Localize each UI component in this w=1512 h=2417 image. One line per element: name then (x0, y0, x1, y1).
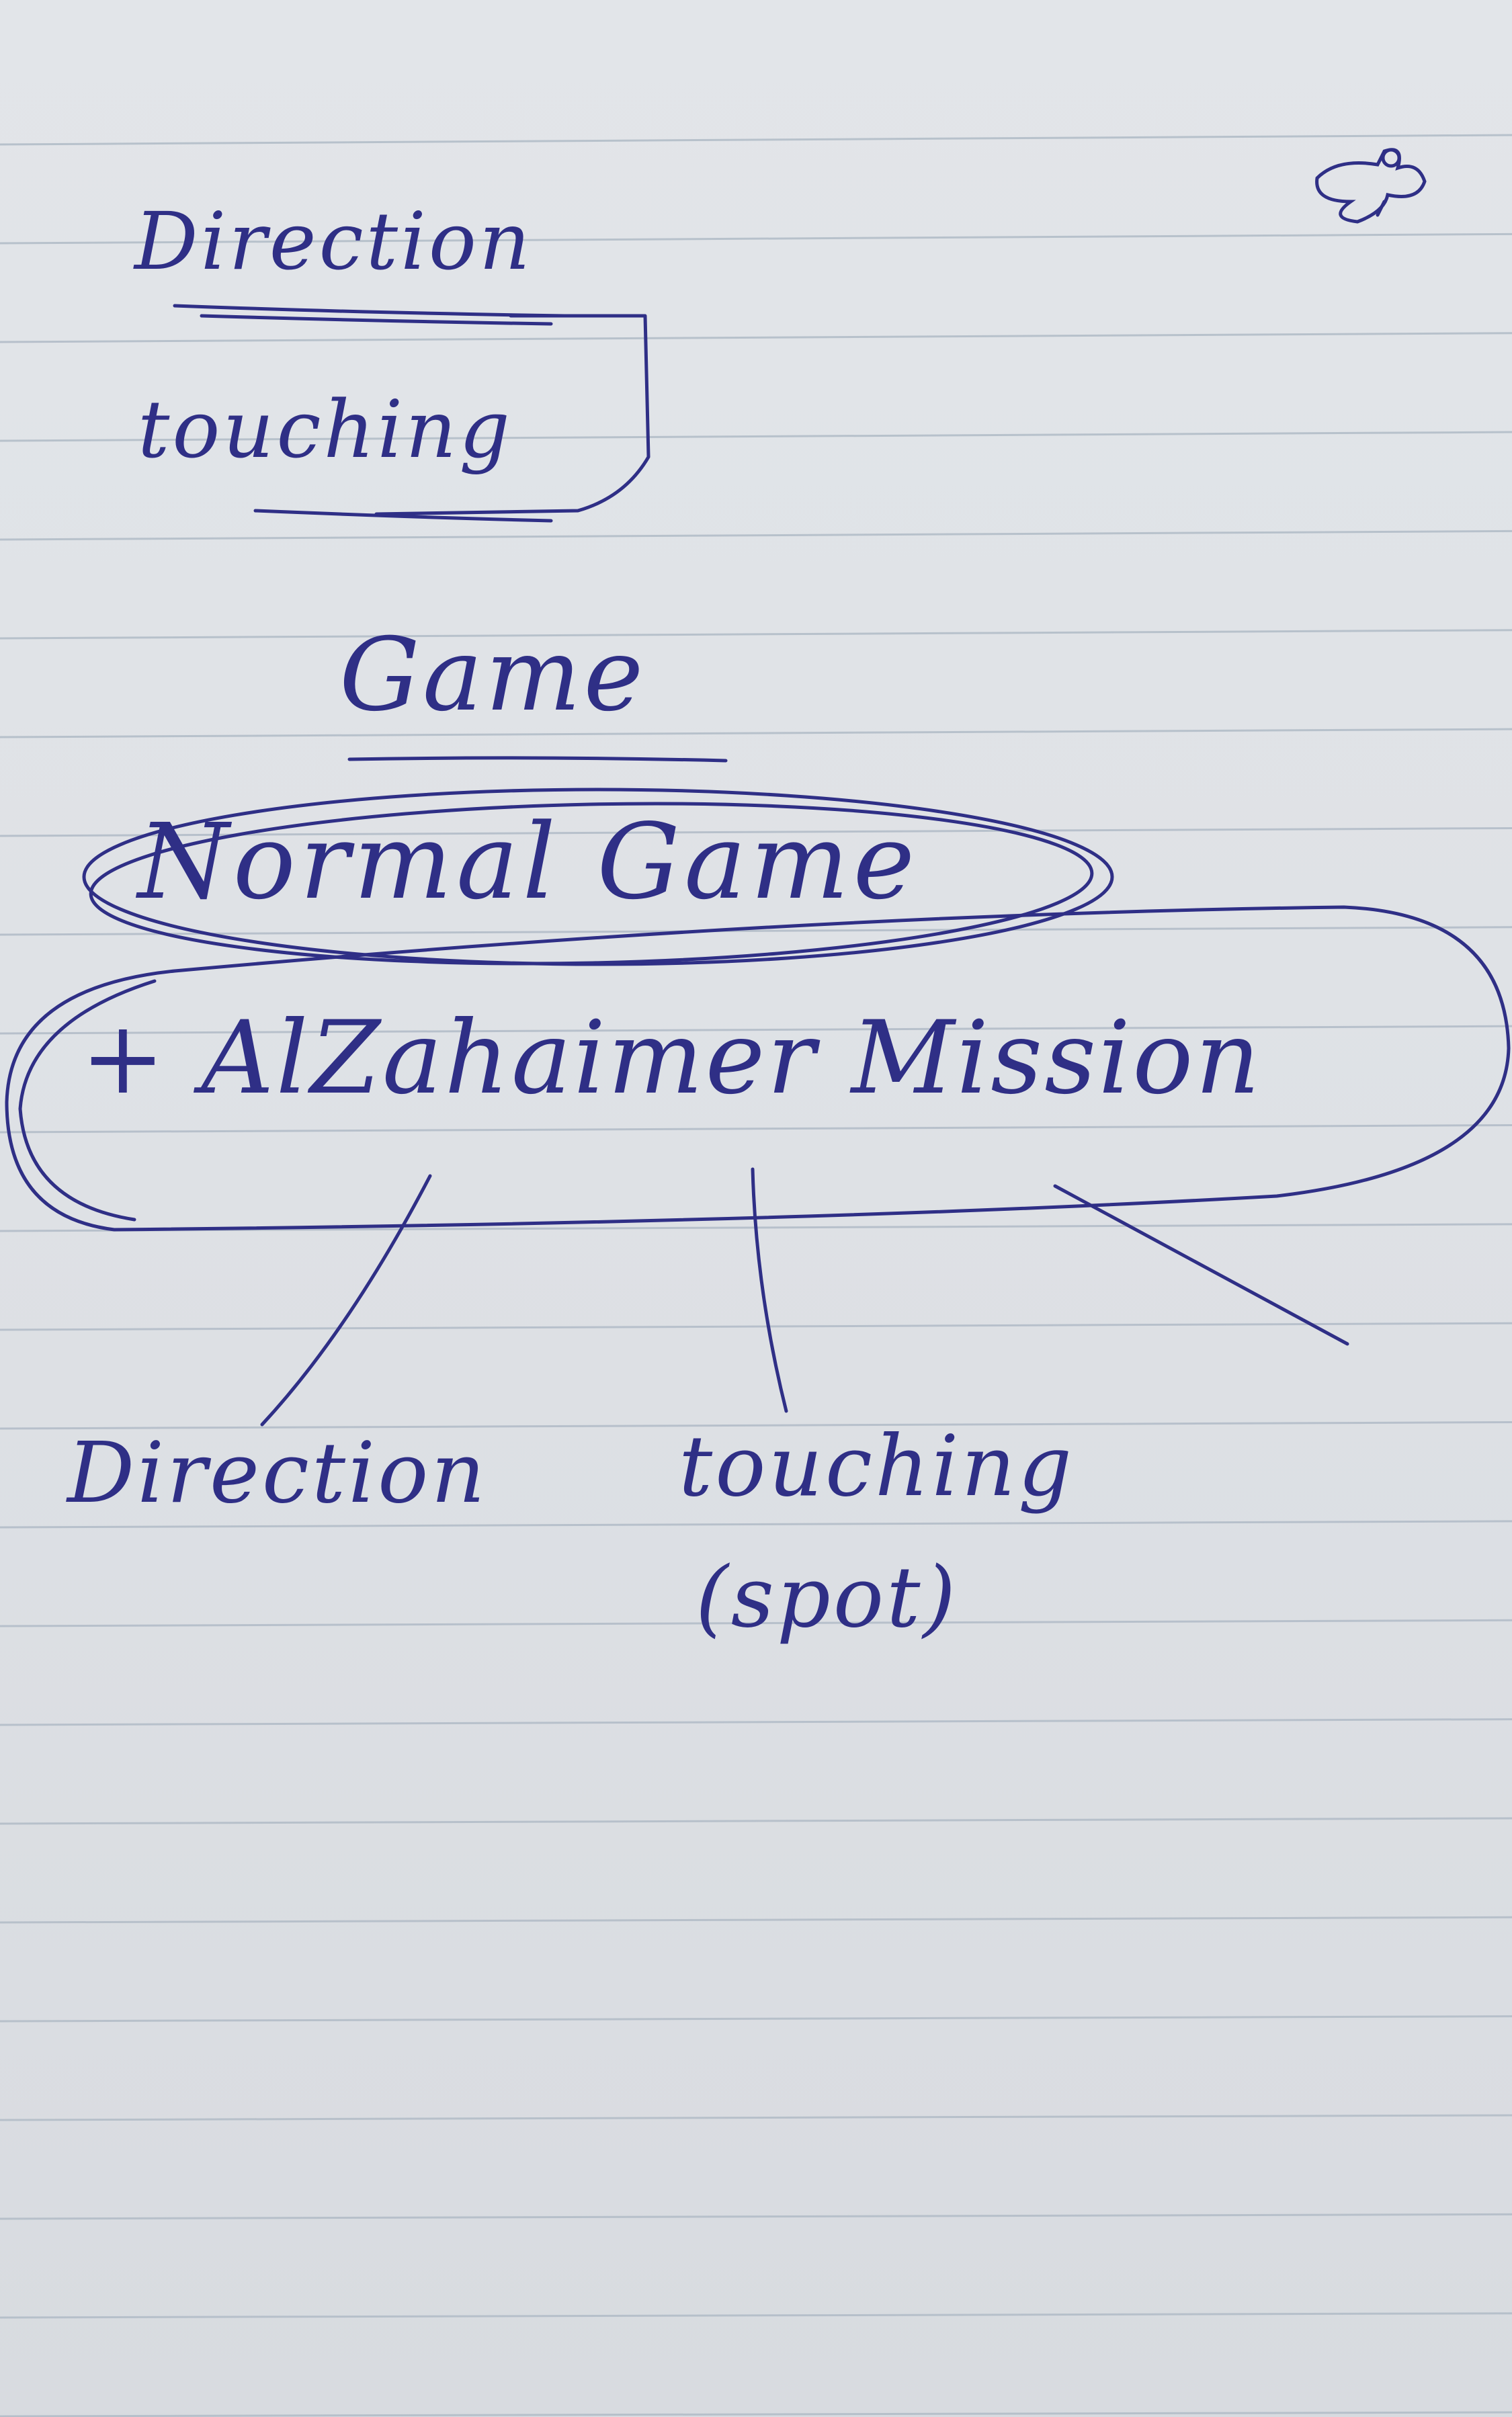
bracket-connector (374, 314, 650, 516)
rule-line (0, 2411, 1512, 2417)
branch-line-left (260, 1174, 432, 1427)
rule-line (0, 332, 1512, 343)
rule-line (0, 629, 1512, 640)
branch-spot-label: (spot) (696, 1549, 959, 1646)
rule-line (0, 2015, 1512, 2023)
top-direction-label: Direction (134, 195, 533, 288)
rule-line (0, 2312, 1512, 2319)
rule-line (0, 431, 1512, 442)
rule-line (0, 1916, 1512, 1924)
rule-line (0, 1520, 1512, 1529)
rule-line (0, 2213, 1512, 2220)
rule-line (0, 134, 1512, 146)
rule-line (0, 728, 1512, 738)
mission-oval (5, 905, 1511, 1232)
rule-line (0, 232, 1512, 245)
top-touching-label: touching (138, 383, 513, 476)
rule-line (0, 1619, 1512, 1627)
game-heading: Game (339, 617, 646, 734)
rule-line (0, 1421, 1512, 1430)
branch-line-right (1053, 1184, 1349, 1346)
rule-line (0, 1124, 1512, 1134)
rule-line (0, 2114, 1512, 2121)
normal-game-label: Normal Game (138, 801, 919, 923)
rule-line (0, 926, 1512, 936)
branch-line-middle (751, 1167, 788, 1413)
rule-line (0, 1025, 1512, 1035)
branch-touching-label: touching (679, 1418, 1075, 1515)
flower-doodle-icon (1315, 148, 1427, 224)
branch-direction-label: Direction (67, 1425, 488, 1522)
rule-line (0, 1817, 1512, 1825)
rule-line (0, 1718, 1512, 1726)
mission-label: + AlZahaimer Mission (81, 1000, 1263, 1117)
rule-line (0, 529, 1512, 541)
rule-line (0, 1322, 1512, 1331)
direction-underline (173, 304, 566, 318)
game-underline (347, 756, 728, 763)
touching-underline (253, 509, 553, 523)
